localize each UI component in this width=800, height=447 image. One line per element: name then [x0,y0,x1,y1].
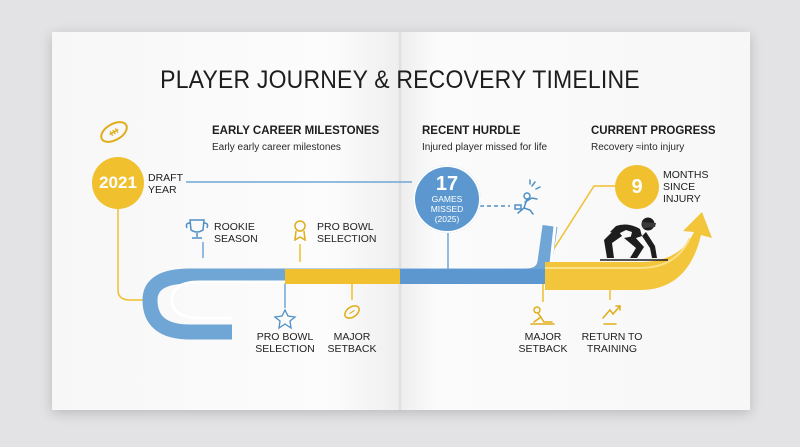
section-subtitle-progress: Recovery ≈into injury [591,142,685,153]
section-title-hurdle: RECENT HURDLE [422,125,521,137]
months-connector [547,185,615,259]
sprinter-icon [600,217,668,261]
milestone-pro-bowl-bottom: PRO BOWL SELECTION [255,331,315,355]
training-icon [602,305,621,325]
draft-year-value: 2021 [99,173,137,192]
fallen-player-icon [530,306,555,325]
section-title-early: EARLY CAREER MILESTONES [212,125,380,137]
section-title-progress: CURRENT PROGRESS [591,125,716,137]
trophy-icon [185,219,209,239]
section-subtitle-hurdle: Injured player missed for life [422,142,548,153]
track-blue-segment [400,269,548,284]
injured-player-icon [514,179,541,215]
milestone-pro-bowl-top: PRO BOWL SELECTION [317,221,377,245]
football-small-icon [344,305,360,319]
milestone-return-training: RETURN TO TRAINING [581,331,643,355]
section-subtitle-early: Early early career milestones [212,142,341,153]
milestone-major-setback-right: MAJOR SETBACK [518,331,568,355]
games-missed-circle: 17 GAMES MISSED (2025) [413,165,481,233]
milestone-major-setback-left: MAJOR SETBACK [327,331,377,355]
page-fold [398,32,402,410]
page-title: PLAYER JOURNEY & RECOVERY TIMELINE [160,66,640,94]
star-icon [273,308,297,330]
months-since-label: MONTHS SINCE INJURY [663,169,709,205]
recovery-arrow [545,212,712,290]
months-since-number: 9 [631,175,643,198]
milestone-rookie-season: ROOKIE SEASON [214,221,258,245]
draft-connector [117,205,150,301]
games-missed-text: GAMES MISSED (2025) [430,194,464,224]
award-icon [294,220,306,242]
booklet-spread [52,32,750,410]
football-icon [100,121,128,143]
draft-year-circle: 2021 [92,157,144,209]
games-missed-number: 17 [435,173,459,195]
draft-year-label: DRAFT YEAR [148,172,183,196]
months-since-circle: 9 [615,165,659,209]
track-gold-segment [285,269,400,284]
